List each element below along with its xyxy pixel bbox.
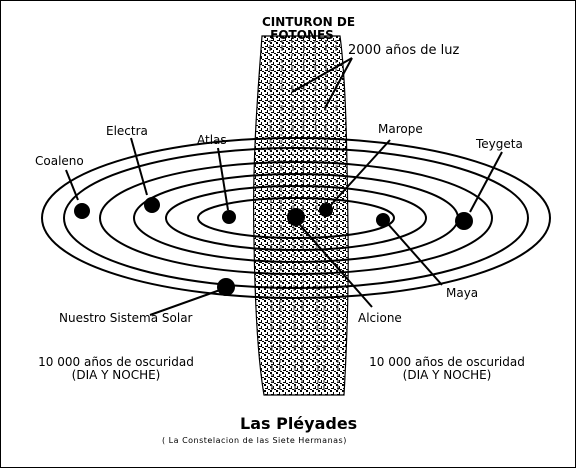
belt-label-line2: FOTONES [270, 28, 334, 42]
star-solar [217, 278, 235, 296]
label-maya: Maya [446, 286, 479, 300]
orbit-5 [63, 147, 529, 289]
leader-lines [65, 57, 503, 316]
label-marope: Marope [378, 122, 423, 136]
belt-label-line1: CINTURON DE [262, 15, 356, 29]
belt-label: CINTURON DE FOTONES [262, 15, 356, 42]
label-teygeta: Teygeta [476, 137, 523, 151]
leader-coaleno [65, 169, 79, 201]
star-maya [376, 213, 390, 227]
orbit-6 [41, 137, 551, 299]
darkness-right-line1: 10 000 años de oscuridad [369, 355, 525, 369]
diagram-title: Las Pléyades [240, 414, 358, 433]
label-atlas: Atlas [197, 133, 227, 147]
star-marope [319, 203, 333, 217]
leader-maya [387, 223, 443, 286]
leader-distance-2 [324, 57, 353, 109]
orbit-2 [165, 185, 427, 251]
darkness-right: 10 000 años de oscuridad (DIA Y NOCHE) [352, 356, 542, 382]
leader-atlas [217, 147, 229, 211]
leader-marope [329, 139, 391, 207]
label-coaleno: Coaleno [35, 154, 84, 168]
star-coaleno [74, 203, 90, 219]
leader-alcione [299, 224, 373, 308]
star-electra [144, 197, 160, 213]
star-teygeta [455, 212, 473, 230]
label-solar: Nuestro Sistema Solar [59, 311, 193, 325]
distance-label: 2000 años de luz [348, 43, 460, 58]
darkness-left-line1: 10 000 años de oscuridad [38, 355, 194, 369]
orbit-rings [41, 137, 551, 299]
star-atlas [222, 210, 236, 224]
label-electra: Electra [106, 124, 148, 138]
orbit-1 [197, 197, 395, 239]
diagram-subtitle: ( La Constelacion de las Siete Hermanas) [162, 436, 347, 445]
darkness-left: 10 000 años de oscuridad (DIA Y NOCHE) [26, 356, 206, 382]
stars [74, 197, 473, 296]
label-alcione: Alcione [358, 311, 402, 325]
leader-teygeta [469, 151, 503, 213]
darkness-left-line2: (DIA Y NOCHE) [71, 368, 161, 382]
leader-distance-1 [291, 57, 353, 93]
orbit-4 [99, 161, 493, 275]
leader-electra [130, 137, 148, 196]
star-alcione [287, 208, 305, 226]
leader-solar [149, 289, 221, 316]
darkness-right-line2: (DIA Y NOCHE) [402, 368, 492, 382]
